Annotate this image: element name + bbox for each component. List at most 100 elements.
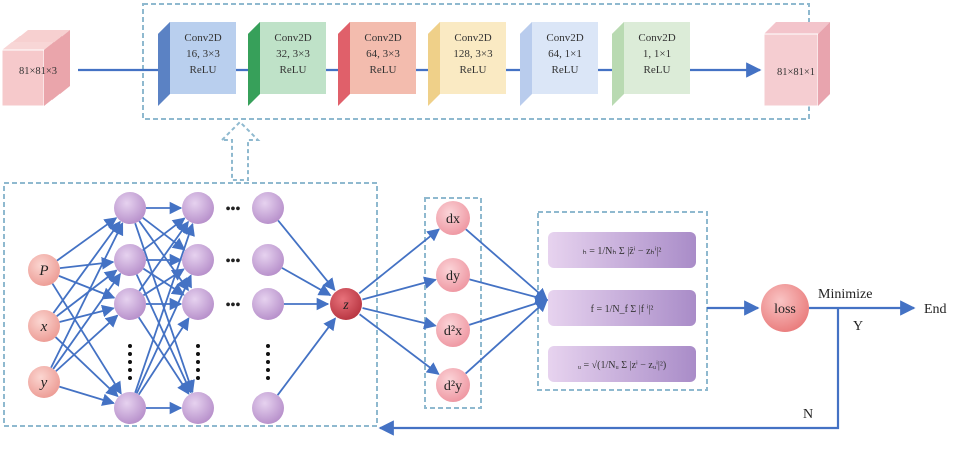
- edge-hidden: [135, 274, 192, 394]
- derivative-node: [436, 368, 470, 402]
- edge-hidden: [134, 222, 195, 394]
- ellipsis-vertical-dot: [128, 368, 132, 372]
- derivative-label: d²y: [444, 379, 462, 394]
- conv-layer-1-line2: 16, 3×3: [186, 48, 220, 60]
- output-image-stack: [763, 22, 830, 107]
- loss-term-formula: f = 1/N_f Σ |f ⁱ|²: [591, 304, 654, 315]
- ellipsis-vertical-dot: [266, 344, 270, 348]
- end-label: End: [924, 302, 947, 317]
- ellipsis-vertical-dot: [266, 352, 270, 356]
- derivative-dashed-box: [424, 197, 482, 409]
- conv-layer-1-line3: ReLU: [190, 64, 217, 76]
- ellipsis-horizontal: •••: [226, 202, 241, 217]
- derivative-node: [436, 201, 470, 235]
- derivative-node: [436, 258, 470, 292]
- z-output-node: [330, 288, 362, 320]
- conv-layer-2-line1: Conv2D: [274, 32, 311, 44]
- conv-layer-3-line3: ReLU: [370, 64, 397, 76]
- conv-layer-5-line3: ReLU: [552, 64, 579, 76]
- hidden-neuron: [114, 392, 146, 424]
- conv-layer-5-line1: Conv2D: [546, 32, 583, 44]
- input-node-label: x: [40, 319, 48, 335]
- input-node-label: P: [38, 263, 48, 279]
- output-size-label: 81×81×1: [777, 67, 815, 78]
- edge-to-z: [276, 317, 336, 396]
- conv-layer-4-line2: 128, 3×3: [453, 48, 493, 60]
- minimize-label: Minimize: [818, 287, 872, 302]
- edge-z-to-derivative: [358, 228, 440, 295]
- loss-term-formula: ᵤ = √(1/Nᵤ Σ |zⁱ − zᵤⁱ|²): [578, 360, 667, 371]
- loss-term-u: ᵤ = √(1/Nᵤ Σ |zⁱ − zᵤⁱ|²): [548, 346, 696, 382]
- edge-z-to-derivative: [359, 313, 440, 375]
- yes-label: Y: [853, 319, 863, 334]
- ellipsis-vertical-dot: [196, 352, 200, 356]
- hidden-neuron: [182, 244, 214, 276]
- derivative-node: [436, 313, 470, 347]
- ellipsis-vertical-dot: [196, 368, 200, 372]
- edge-to-z: [277, 219, 336, 292]
- hidden-neuron: [252, 192, 284, 224]
- edge-to-z: [281, 267, 332, 296]
- no-label: N: [803, 407, 813, 422]
- input-node: [28, 366, 60, 398]
- input-node: [28, 310, 60, 342]
- conv-layer-2-line3: ReLU: [280, 64, 307, 76]
- ellipsis-vertical-dot: [196, 344, 200, 348]
- ellipsis-vertical-dot: [128, 360, 132, 364]
- hidden-neuron: [252, 392, 284, 424]
- conv-layer-6-line2: 1, 1×1: [643, 48, 671, 60]
- conv-layer-3-line1: Conv2D: [364, 32, 401, 44]
- hidden-neuron: [182, 288, 214, 320]
- edge-input-0: [59, 257, 115, 270]
- ellipsis-horizontal: •••: [226, 254, 241, 269]
- hidden-neuron: [114, 288, 146, 320]
- hidden-neuron: [252, 288, 284, 320]
- ellipsis-vertical-dot: [128, 352, 132, 356]
- edge-hidden: [138, 317, 190, 396]
- conv-layer-2-line2: 32, 3×3: [276, 48, 310, 60]
- edge-z-to-derivative: [362, 307, 437, 330]
- derivative-label: d²x: [444, 324, 462, 339]
- conv-layer-4-line1: Conv2D: [454, 32, 491, 44]
- ellipsis-vertical-dot: [196, 376, 200, 380]
- ellipsis-horizontal: •••: [226, 298, 241, 313]
- conv-layer-1-line1: Conv2D: [184, 32, 221, 44]
- edge-input-2: [55, 314, 119, 372]
- input-size-label: 81×81×3: [19, 66, 57, 77]
- edge-input-2: [52, 272, 121, 370]
- edge-input-2: [59, 385, 115, 406]
- input-node: [28, 254, 60, 286]
- loss-term-formula: ₕ = 1/Nₕ Σ |ẑⁱ − zₕⁱ|²: [583, 246, 662, 257]
- edge-input-0: [51, 283, 122, 395]
- input-image-stack: [1, 30, 70, 107]
- edge-derivative-to-terms: [465, 228, 548, 301]
- conv-layer-4-line3: ReLU: [460, 64, 487, 76]
- hidden-neuron: [182, 192, 214, 224]
- ellipsis-vertical-dot: [266, 360, 270, 364]
- edge-input-0: [56, 217, 118, 262]
- loss-label: loss: [774, 302, 796, 317]
- loss-term-f: f = 1/N_f Σ |f ⁱ|²: [548, 290, 696, 326]
- edge-hidden: [142, 268, 185, 297]
- edge-derivative-to-terms: [465, 299, 548, 375]
- loss-term-b: ₕ = 1/Nₕ Σ |ẑⁱ − zₕⁱ|²: [548, 232, 696, 268]
- ellipsis-vertical-dot: [266, 368, 270, 372]
- loss-node: [761, 284, 809, 332]
- conv-layer-5-line2: 64, 1×1: [548, 48, 582, 60]
- edge-input-1: [52, 220, 121, 314]
- mlp-dashed-box: [3, 182, 378, 427]
- derivative-label: dx: [446, 212, 460, 227]
- edge-derivative-to-terms: [469, 278, 549, 304]
- input-node-label: y: [39, 375, 48, 391]
- edge-input-1: [56, 269, 118, 317]
- edge-input-1: [59, 304, 115, 323]
- hidden-neuron: [252, 244, 284, 276]
- ellipsis-vertical-dot: [266, 376, 270, 380]
